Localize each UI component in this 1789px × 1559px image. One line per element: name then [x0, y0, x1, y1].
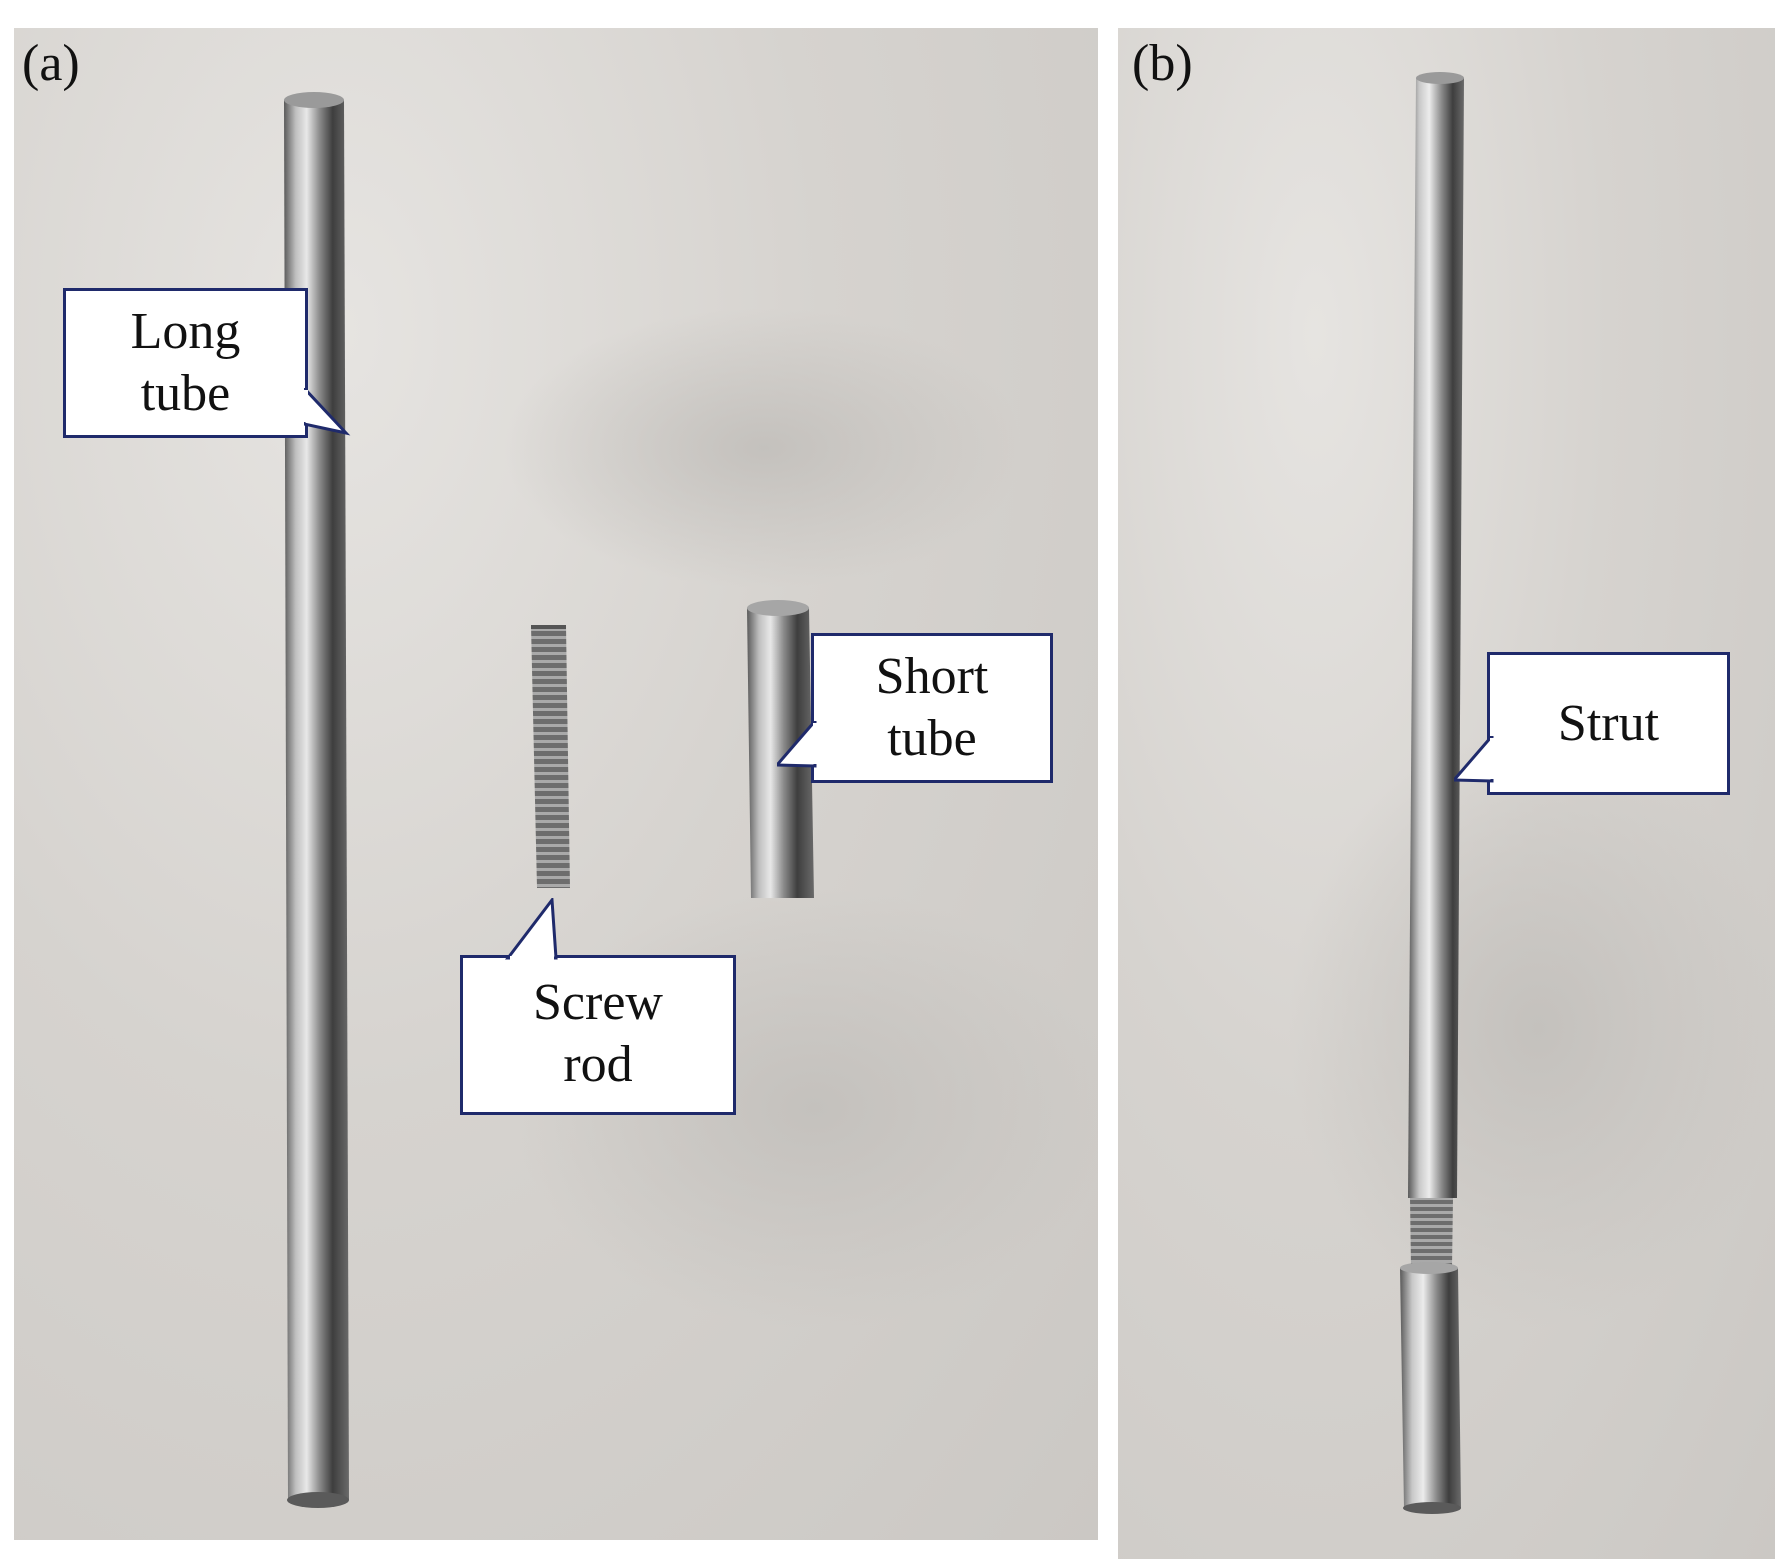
callout-long-tube: Long tube	[63, 288, 308, 438]
callout-short-tube-line1: Short	[875, 648, 989, 705]
long-tube	[284, 100, 349, 1500]
photo-panel-b: (b) Strut	[1118, 28, 1775, 1559]
callout-screw-rod: Screw rod	[460, 955, 736, 1115]
callout-short-tube: Short tube	[811, 633, 1053, 783]
photo-a-objects	[284, 92, 1098, 1508]
callout-short-tube-pointer	[777, 721, 817, 768]
callout-strut-pointer	[1454, 736, 1494, 783]
callout-screw-rod-pointer	[504, 898, 558, 960]
panel-label-a: (a)	[22, 35, 80, 92]
strut-thread	[1410, 1198, 1453, 1268]
photo-panel-a: (a) Long tube Screw rod Short tube	[14, 28, 1098, 1540]
callout-strut-label: Strut	[1557, 695, 1660, 752]
callout-strut: Strut	[1487, 652, 1730, 795]
strut-lower-tube	[1400, 1268, 1461, 1508]
callout-long-tube-pointer	[304, 388, 351, 436]
screw-rod	[531, 625, 570, 888]
callout-screw-rod-line2: rod	[563, 1036, 633, 1093]
callout-long-tube-line2: tube	[140, 365, 231, 422]
panel-label-b: (b)	[1132, 35, 1193, 92]
photo-b-objects	[1288, 72, 1775, 1514]
short-tube	[747, 608, 814, 898]
strut-upper-rod	[1408, 78, 1464, 1198]
callout-screw-rod-line1: Screw	[533, 974, 663, 1031]
callout-long-tube-line1: Long	[130, 303, 241, 360]
callout-short-tube-line2: tube	[887, 710, 977, 767]
